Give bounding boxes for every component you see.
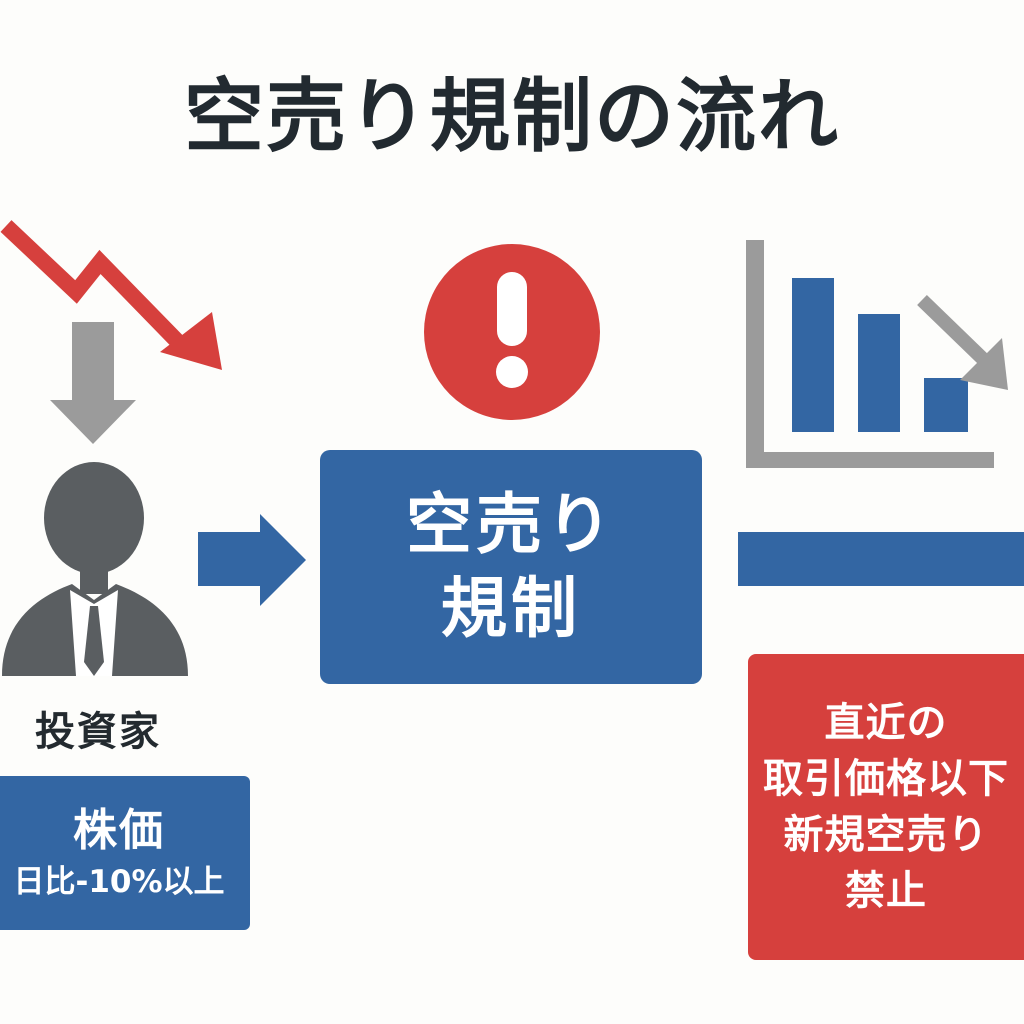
gray-down-arrow-icon	[50, 322, 136, 444]
rule-line3: 新規空売り	[783, 812, 989, 858]
stock-price-box: 株価 日比-10%以上	[0, 776, 250, 930]
declining-bar-chart-icon	[746, 240, 1008, 468]
rule-line1: 直近の	[824, 700, 948, 746]
stock-price-title: 株価	[73, 805, 165, 856]
blue-connector-bar	[738, 532, 1024, 586]
blue-arrow-right-icon	[198, 514, 306, 606]
stock-price-condition: 日比-10%以上	[13, 864, 225, 900]
rule-line4: 禁止	[845, 868, 927, 914]
short-selling-regulation-box: 空売り 規制	[320, 450, 702, 684]
exclamation-icon	[424, 244, 600, 420]
red-trend-down-arrow-icon	[0, 220, 222, 370]
center-box-line1: 空売り	[406, 486, 616, 563]
investor-label: 投資家	[35, 709, 161, 755]
businessman-icon	[2, 462, 188, 676]
rule-line2: 取引価格以下	[763, 756, 1009, 802]
center-box-line2: 規制	[441, 570, 581, 647]
page-title: 空売り規制の流れ	[184, 70, 840, 163]
regulation-rule-box: 直近の 取引価格以下 新規空売り 禁止	[748, 654, 1024, 960]
